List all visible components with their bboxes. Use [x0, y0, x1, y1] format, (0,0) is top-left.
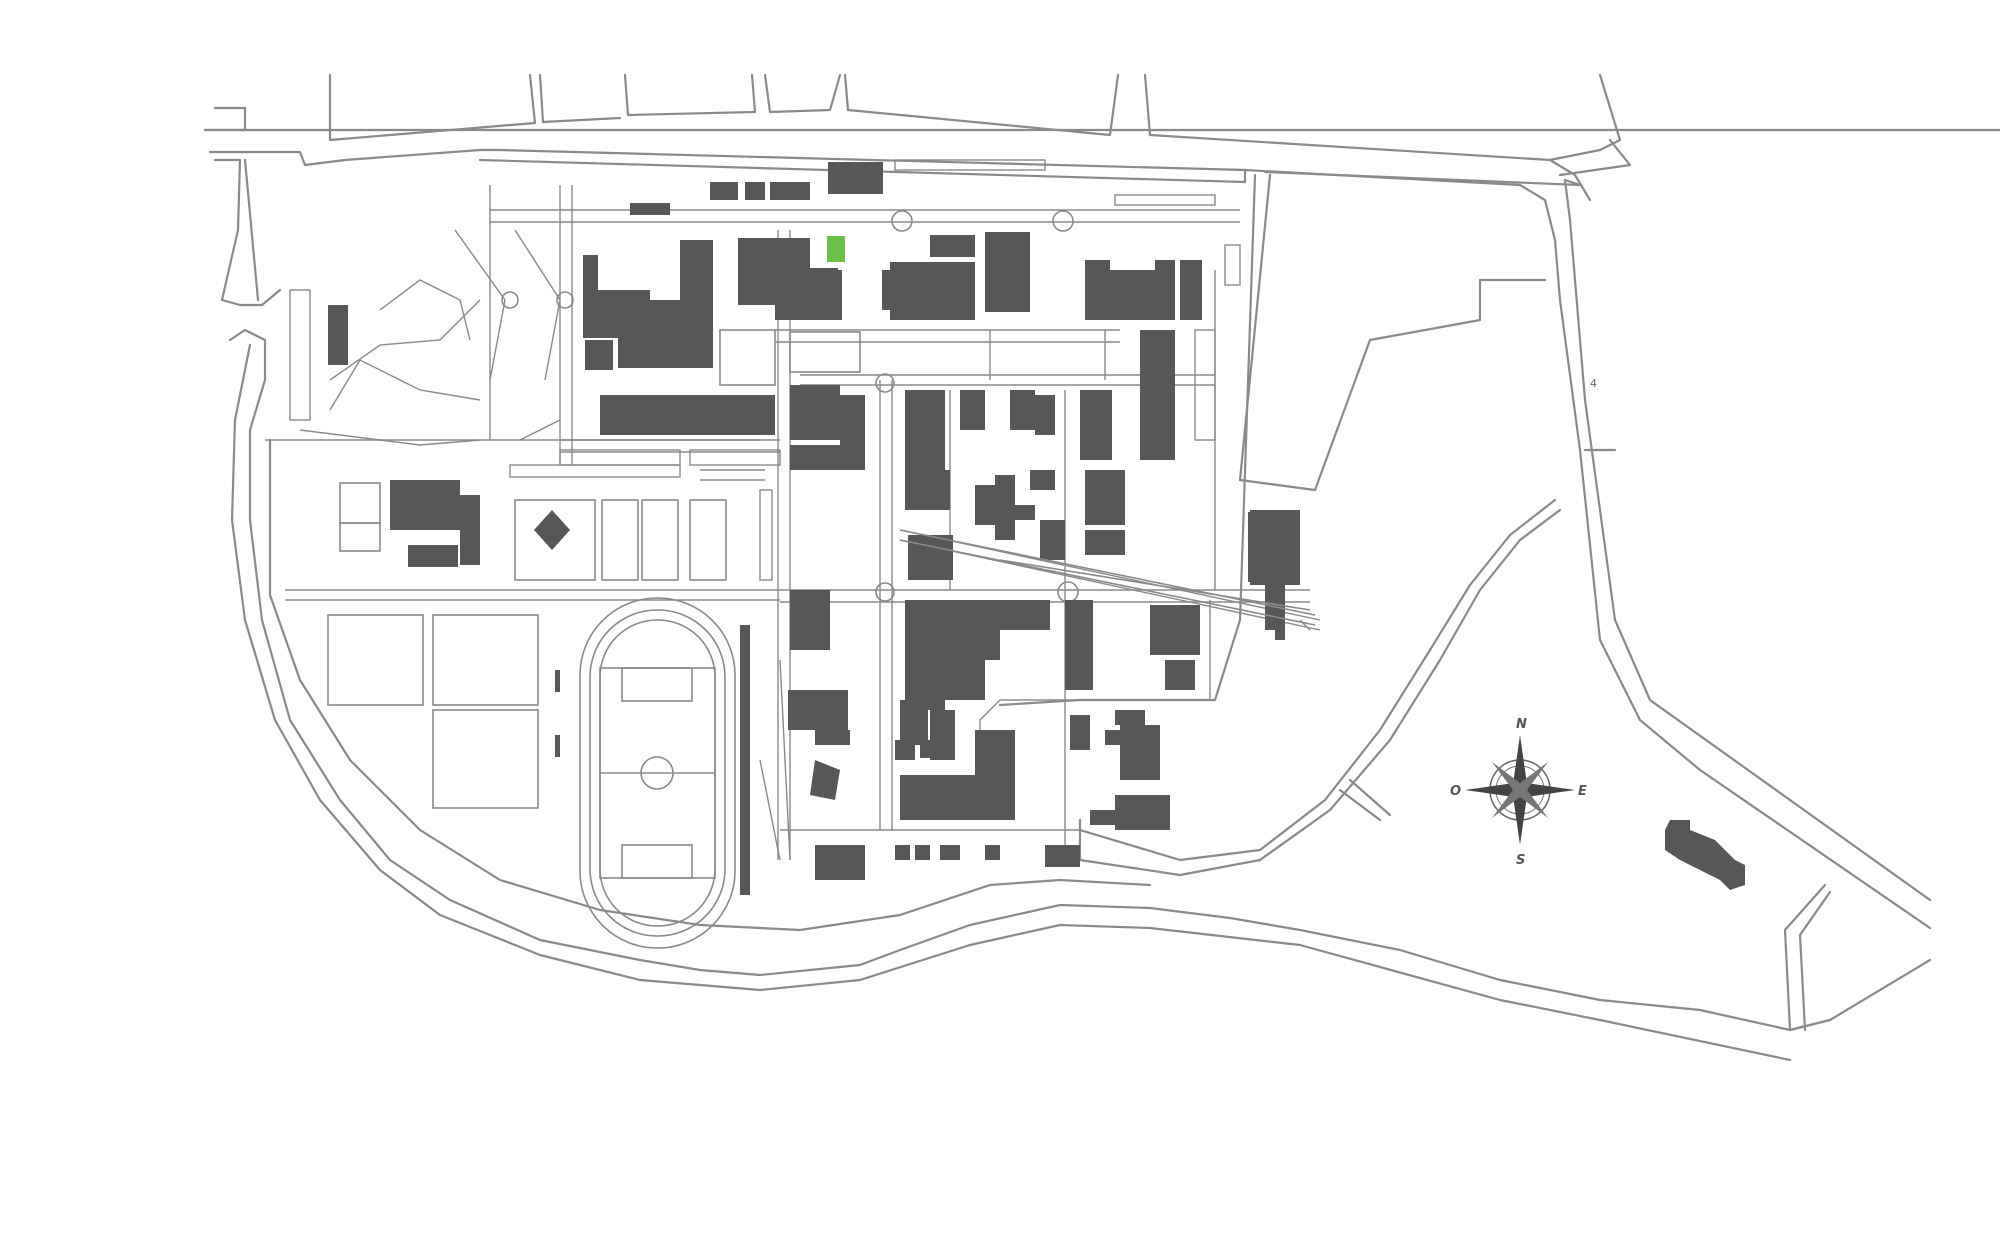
sports-area [327, 482, 750, 949]
buildings [328, 162, 1745, 890]
railway [899, 529, 1316, 626]
west-roads [213, 158, 1792, 1062]
compass-south: S [1516, 853, 1525, 868]
compass-west: O [1450, 784, 1461, 799]
parking-lots [289, 159, 1241, 581]
north-roads [203, 73, 2000, 1032]
compass-rose: N S E O [1450, 717, 1587, 868]
compass-east: E [1578, 784, 1587, 799]
compass-north: N [1516, 717, 1527, 732]
road-number-label: 4 [1590, 377, 1597, 390]
east-boundary [998, 173, 1562, 877]
traffic-circles [501, 210, 1079, 603]
